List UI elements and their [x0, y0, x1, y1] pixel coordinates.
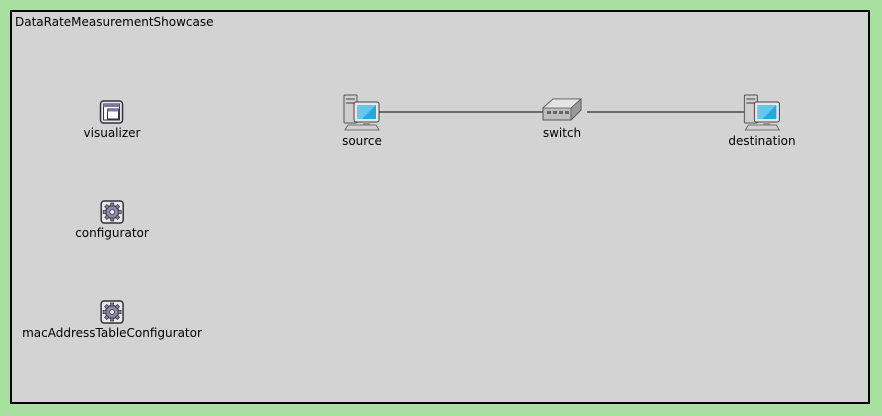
links-layer [377, 111, 747, 113]
destination-label: destination [728, 134, 796, 148]
desktop-computer-icon [743, 94, 780, 131]
visualizer-window-icon [100, 100, 124, 124]
mac-address-table-configurator-module[interactable]: macAddressTableConfigurator [22, 300, 202, 340]
destination-host[interactable]: destination [728, 92, 796, 148]
cogwheel-icon [100, 200, 124, 224]
configurator-label: configurator [75, 226, 149, 240]
visualizer-label: visualizer [83, 126, 141, 140]
network-canvas: DataRateMeasurementShowcase visualizer [10, 10, 870, 404]
network-switch-icon [541, 98, 583, 121]
visualizer-module[interactable]: visualizer [83, 100, 141, 140]
switch-label: switch [542, 126, 582, 140]
network-title: DataRateMeasurementShowcase [15, 15, 214, 29]
configurator-module[interactable]: configurator [75, 200, 149, 240]
source-host[interactable]: source [342, 92, 382, 148]
source-label: source [342, 134, 382, 148]
switch-node[interactable]: switch [541, 96, 583, 140]
desktop-computer-icon [343, 94, 380, 131]
cogwheel-icon [100, 300, 124, 324]
mac-address-table-configurator-label: macAddressTableConfigurator [22, 326, 202, 340]
